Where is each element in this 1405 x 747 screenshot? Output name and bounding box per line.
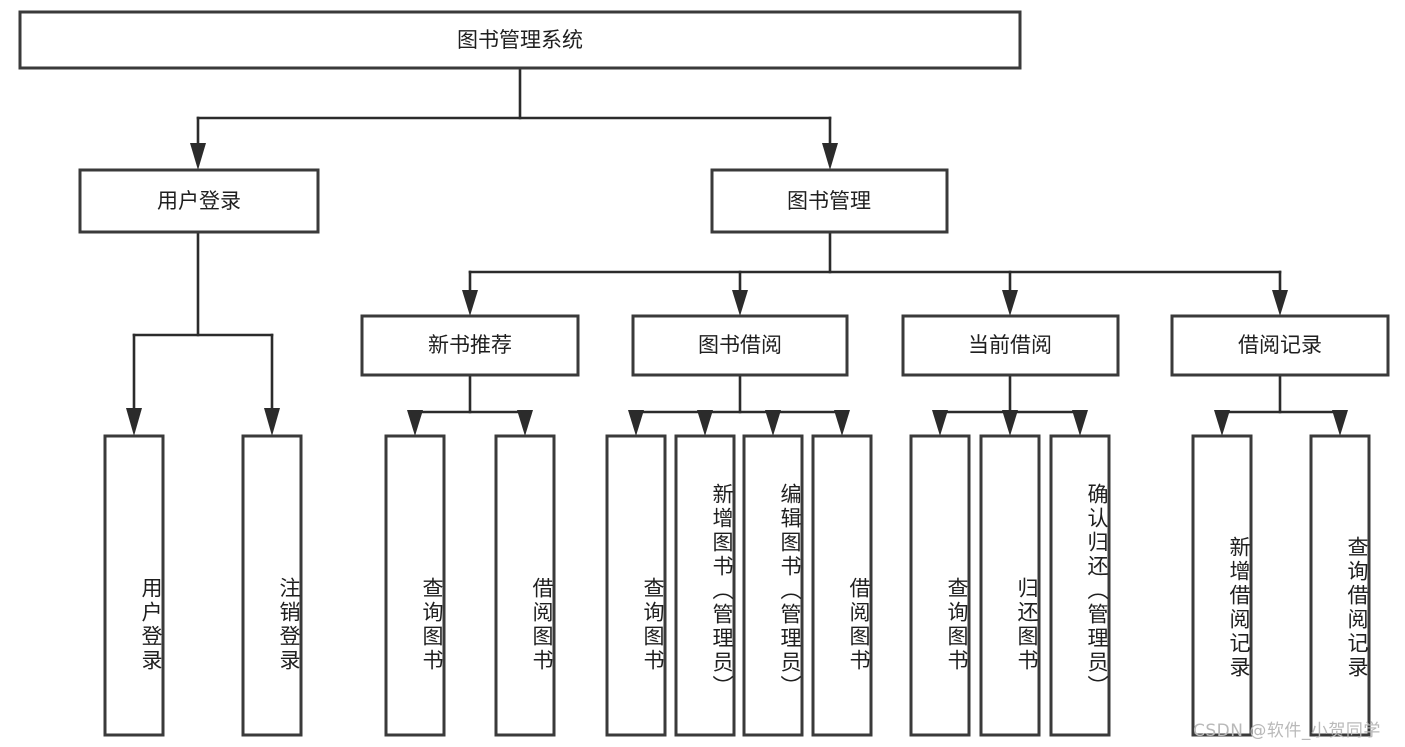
- leaf-box-new-book-1[interactable]: [384, 434, 446, 737]
- connector-group-borrow-record: [1214, 373, 1348, 436]
- leaf-box-borrow-record-1[interactable]: [1191, 434, 1253, 737]
- arrow-head-leaf-new-book-1: [407, 410, 423, 436]
- leaf-box-book-borrow-2[interactable]: [674, 434, 736, 737]
- arrow-head-leaf-new-book-2: [517, 410, 533, 436]
- arrow-head-leaf-borrow-record-2: [1332, 410, 1348, 436]
- leaf-label-new-book-2: 借阅图书: [530, 576, 554, 673]
- node-label-book-borrow: 图书借阅: [698, 333, 782, 357]
- arrow-head-leaf-borrow-record-1: [1214, 410, 1230, 436]
- leaf-box-book-borrow-1[interactable]: [605, 434, 667, 737]
- node-box-current-borrow[interactable]: [901, 314, 1120, 377]
- leaf-box-user-login-1[interactable]: [103, 434, 165, 737]
- node-label-current-borrow: 当前借阅: [968, 333, 1052, 357]
- leaf-label-new-book-1: 查询图书: [420, 576, 444, 673]
- leaf-label-user-login-2: 注销登录: [277, 576, 301, 673]
- connector-group-user-login: [126, 230, 280, 436]
- node-box-book-mgmt[interactable]: [710, 168, 949, 234]
- node-boxes: [18, 10, 1390, 737]
- leaf-box-new-book-2[interactable]: [494, 434, 556, 737]
- connector-group-new-book: [407, 373, 533, 436]
- arrow-head-leaf-book-borrow-2: [697, 410, 713, 436]
- arrow-head-leaf-book-borrow-1: [628, 410, 644, 436]
- node-box-user-login[interactable]: [78, 168, 320, 234]
- leaf-label-user-login-1: 用户登录: [139, 576, 163, 673]
- arrow-head-leaf-current-borrow-2: [1002, 410, 1018, 436]
- arrow-head-leaf-user-login-2: [264, 408, 280, 436]
- arrow-head-leaf-current-borrow-1: [932, 410, 948, 436]
- leaf-label-book-borrow-3: 编辑图书（管理员）: [778, 482, 802, 699]
- leaf-label-current-borrow-2: 归还图书: [1015, 576, 1039, 673]
- leaf-label-borrow-record-1: 新增借阅记录: [1227, 535, 1251, 680]
- arrow-head-user-login: [190, 143, 206, 170]
- leaf-box-book-borrow-3[interactable]: [742, 434, 804, 737]
- connector-group-book-borrow: [628, 373, 850, 436]
- node-label-user-login: 用户登录: [157, 189, 241, 213]
- arrow-head-current-borrow: [1002, 290, 1018, 316]
- arrow-head-book-borrow: [732, 290, 748, 316]
- arrow-head-book-mgmt: [822, 143, 838, 170]
- node-label-book-mgmt: 图书管理: [787, 189, 871, 213]
- leaf-label-current-borrow-3: 确认归还（管理员）: [1085, 482, 1109, 699]
- node-label-borrow-record: 借阅记录: [1238, 333, 1322, 357]
- node-label-new-book-recommend: 新书推荐: [428, 333, 512, 357]
- leaf-box-current-borrow-3[interactable]: [1049, 434, 1111, 737]
- connector-group-book-mgmt: [462, 230, 1288, 316]
- arrow-head-borrow-record: [1272, 290, 1288, 316]
- leaf-box-current-borrow-1[interactable]: [909, 434, 971, 737]
- leaf-label-book-borrow-1: 查询图书: [641, 576, 665, 673]
- arrow-head-new-book: [462, 290, 478, 316]
- node-box-borrow-record[interactable]: [1170, 314, 1390, 377]
- leaf-label-book-borrow-4: 借阅图书: [847, 576, 871, 673]
- connector-group-root: [190, 66, 838, 170]
- arrow-head-leaf-current-borrow-3: [1072, 410, 1088, 436]
- leaf-label-book-borrow-2: 新增图书（管理员）: [710, 482, 734, 699]
- leaf-box-book-borrow-4[interactable]: [811, 434, 873, 737]
- connector-group-current-borrow: [932, 373, 1088, 436]
- arrow-head-leaf-book-borrow-3: [765, 410, 781, 436]
- leaf-box-current-borrow-2[interactable]: [979, 434, 1041, 737]
- node-box-new-book-recommend[interactable]: [360, 314, 580, 377]
- node-box-root[interactable]: [18, 10, 1022, 70]
- node-labels-horizontal: 图书管理系统 用户登录 图书管理 新书推荐 图书借阅 当前借阅 借阅记录: [157, 28, 1322, 357]
- leaf-box-user-login-2[interactable]: [241, 434, 303, 737]
- node-box-book-borrow[interactable]: [631, 314, 849, 377]
- arrow-head-leaf-book-borrow-4: [834, 410, 850, 436]
- leaf-label-borrow-record-2: 查询借阅记录: [1345, 535, 1369, 680]
- leaf-label-current-borrow-1: 查询图书: [945, 576, 969, 673]
- leaf-box-borrow-record-2[interactable]: [1309, 434, 1371, 737]
- node-label-root: 图书管理系统: [457, 28, 583, 52]
- arrow-head-leaf-user-login-1: [126, 408, 142, 436]
